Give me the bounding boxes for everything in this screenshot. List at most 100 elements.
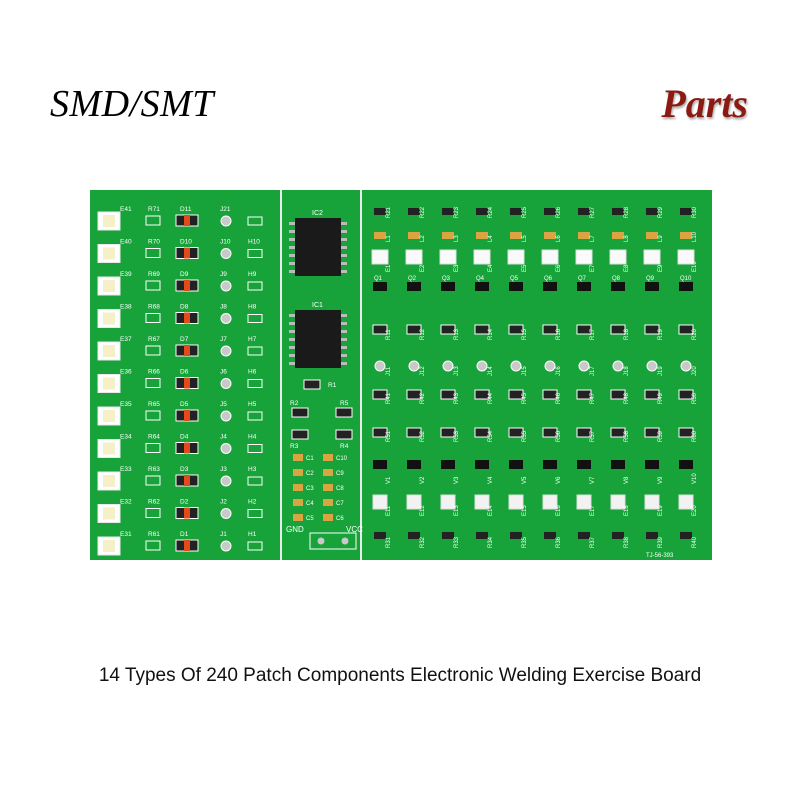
label-e5: E5 (522, 264, 528, 272)
label-r19: R19 (658, 328, 664, 340)
label-j16: J16 (556, 366, 562, 376)
label-d2: D2 (180, 499, 189, 506)
label-r45: R45 (522, 392, 528, 404)
label-r28: R28 (624, 206, 630, 218)
resistor-pad (145, 410, 161, 421)
label-r35: R35 (522, 536, 528, 548)
transistor-v (475, 460, 489, 469)
jumper-pad (220, 508, 232, 519)
led-lens (103, 247, 115, 260)
label-l7: L7 (590, 235, 596, 242)
resistor-rb (508, 389, 524, 400)
label-r56: R56 (556, 430, 562, 442)
pad-h (247, 314, 263, 323)
jumper-pad (408, 360, 420, 372)
label-d11: D11 (180, 206, 192, 213)
label-e13: E13 (454, 505, 460, 516)
label-j6: J6 (220, 369, 227, 376)
ic1-chip (295, 310, 341, 368)
led-smd (643, 249, 661, 265)
label-r36: R36 (556, 536, 562, 548)
label-r30: R30 (692, 206, 698, 218)
label-e38: E38 (120, 304, 132, 311)
jumper-pad (374, 360, 386, 372)
resistor-top (544, 208, 556, 215)
label-l3: L3 (454, 235, 460, 242)
label-r41: R41 (386, 392, 392, 404)
label-e10: E10 (692, 261, 698, 272)
transistor-q (645, 282, 659, 291)
label-j14: J14 (488, 366, 494, 376)
transistor-q (577, 282, 591, 291)
ic-pin (289, 330, 295, 333)
label-j19: J19 (658, 366, 664, 376)
resistor-ra (678, 324, 694, 335)
label-r3: R3 (290, 443, 299, 450)
header-pin (317, 537, 325, 545)
label-d5: D5 (180, 401, 189, 408)
label-j5: J5 (220, 401, 227, 408)
ic-pin (341, 338, 347, 341)
resistor-rb (406, 389, 422, 400)
inductor-smd (544, 232, 556, 239)
pad-h (247, 541, 263, 551)
label-e7: E7 (590, 264, 596, 272)
led-smd (609, 249, 627, 265)
label-e32: E32 (120, 499, 132, 506)
resistor-ra (440, 324, 456, 335)
label-r25: R25 (522, 206, 528, 218)
label-e8: E8 (624, 264, 630, 272)
diode-band (184, 442, 190, 454)
pad-h (247, 346, 263, 356)
label-e41: E41 (120, 206, 132, 213)
resistor-ra (474, 324, 490, 335)
transistor-v (645, 460, 659, 469)
ic-pin (341, 222, 347, 225)
diode-eb (542, 494, 558, 510)
jumper-pad (442, 360, 454, 372)
ic-pin (289, 354, 295, 357)
diode-eb (678, 494, 694, 510)
label-j13: J13 (454, 366, 460, 376)
label-h4: H4 (248, 434, 257, 441)
label-r22: R22 (420, 206, 426, 218)
label-q2: Q2 (408, 276, 417, 282)
diode-band (184, 377, 190, 389)
label-r33: R33 (454, 536, 460, 548)
label-ic1: IC1 (312, 302, 323, 309)
jumper-pad (646, 360, 658, 372)
label-e1: E1 (386, 264, 392, 272)
resistor-rc (644, 427, 660, 438)
resistor-r2 (291, 407, 309, 418)
resistor-bottom (680, 532, 692, 539)
label-r51: R51 (386, 430, 392, 442)
label-d1: D1 (180, 531, 189, 538)
transistor-q (441, 282, 455, 291)
led-lens (103, 345, 115, 357)
label-h3: H3 (248, 466, 257, 473)
ic-pin (341, 322, 347, 325)
label-q1: Q1 (374, 276, 383, 282)
capacitor-smd (293, 454, 303, 461)
label-c6: C6 (336, 516, 344, 522)
label-j8: J8 (220, 304, 227, 311)
title-smd-smt: SMD/SMT (50, 83, 214, 125)
label-r21: R21 (386, 206, 392, 218)
label-d4: D4 (180, 434, 189, 441)
led-lens (103, 540, 115, 552)
label-r58: R58 (624, 430, 630, 442)
jumper-pad (578, 360, 590, 372)
label-v2: V2 (420, 476, 426, 484)
diode-band (184, 215, 190, 226)
transistor-v (679, 460, 693, 469)
capacitor-smd (293, 499, 303, 506)
resistor-rb (644, 389, 660, 400)
label-r42: R42 (420, 392, 426, 404)
label-r13: R13 (454, 328, 460, 340)
label-e39: E39 (120, 271, 132, 278)
resistor-bottom (646, 532, 658, 539)
label-c1: C1 (306, 456, 314, 462)
label-c4: C4 (306, 501, 314, 507)
resistor-ra (576, 324, 592, 335)
